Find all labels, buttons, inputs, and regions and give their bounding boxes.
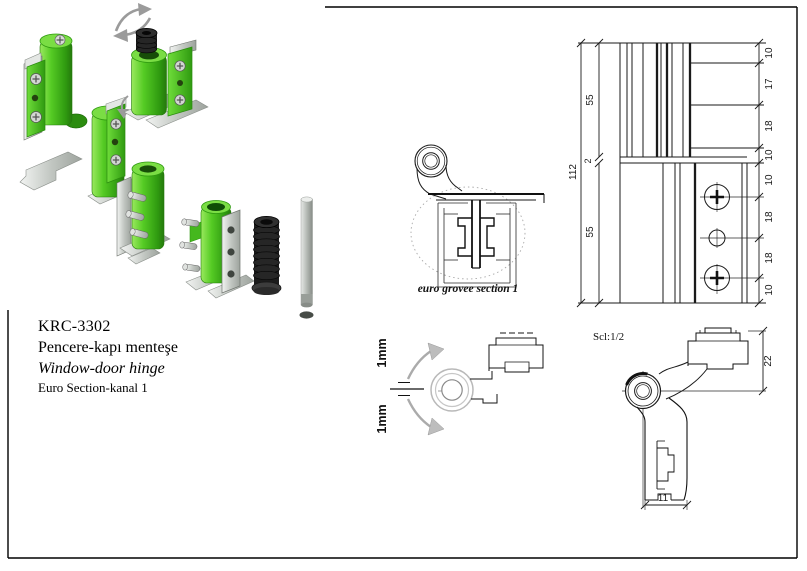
- dim-label-seg: 17: [764, 78, 775, 90]
- adjustment-drawing: 1mm 1mm: [375, 332, 544, 436]
- page-frame: [7, 6, 798, 559]
- hinge-part-plate-render: [179, 200, 255, 299]
- dim-label-gap: 2: [583, 158, 593, 163]
- product-code: KRC-3302: [38, 318, 111, 335]
- dim-label-seg: 18: [764, 252, 775, 264]
- dim-label-seg: 10: [764, 47, 775, 59]
- hinge-assembly-render: [19, 33, 143, 205]
- bushing-render: [251, 215, 282, 295]
- product-name-tr: Pencere-kapı menteşe: [38, 339, 178, 356]
- dim-label-seg: 18: [764, 120, 775, 132]
- hinge-part-screws-render: [116, 161, 171, 265]
- dim-label-height: 22: [763, 355, 774, 367]
- pin-render: [299, 196, 314, 319]
- dim-label-top-leaf: 55: [585, 94, 596, 106]
- dimension-ticks: [576, 38, 764, 308]
- adjustment-up-label: 1mm: [375, 338, 389, 367]
- hinge-body-bushing-render: [123, 27, 209, 129]
- groove-section-detail: euro grovee section 1: [410, 144, 545, 295]
- dim-label-bottom-leaf: 55: [585, 226, 596, 238]
- dim-label-seg: 10: [764, 284, 775, 296]
- product-series: Euro Section-kanal 1: [38, 380, 148, 395]
- screw-symbols: [700, 182, 764, 294]
- dim-label-seg: 18: [764, 211, 775, 223]
- groove-detail-caption: euro grovee section 1: [418, 283, 519, 295]
- dim-label-total: 112: [568, 164, 579, 180]
- adjustment-down-label: 1mm: [375, 404, 389, 433]
- product-name-en: Window-door hinge: [38, 360, 165, 377]
- adjustment-arrows-icon: [406, 342, 445, 436]
- title-block: KRC-3302 Pencere-kapı menteşe Window-doo…: [38, 316, 178, 397]
- scale-label: Scl:1/2: [593, 331, 624, 343]
- product-renders: [19, 3, 314, 319]
- dim-label-seg: 10: [764, 149, 775, 161]
- dim-label-seg: 10: [764, 174, 775, 186]
- side-section-drawing: Scl:1/2: [593, 326, 774, 510]
- plan-view-drawing: 112 55 2 55 10 17 18 10 10 18 18 10: [568, 38, 775, 308]
- dim-label-width: 11: [658, 493, 669, 504]
